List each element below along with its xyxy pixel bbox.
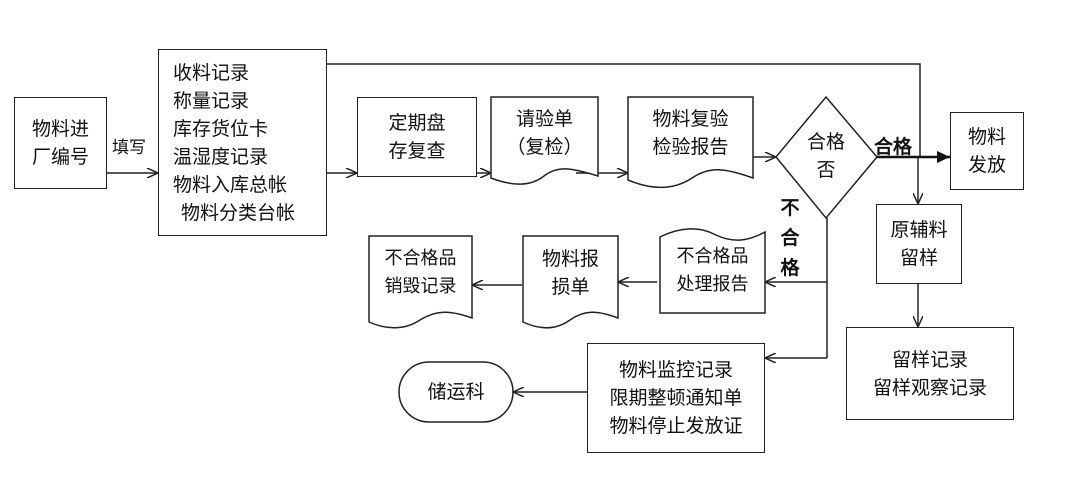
label-fail: 不 合 格 [779, 193, 801, 283]
label-pass: 合格 [874, 136, 913, 158]
fail-char: 格 [780, 257, 800, 279]
node-inspection-request: 请验单 （复检） [491, 105, 598, 161]
node-line: 否 [816, 159, 836, 181]
node-retain-records: 留样记录 留样观察记录 [846, 327, 1014, 420]
diamond-qualified [775, 95, 878, 220]
node-release: 物料 发放 [950, 112, 1024, 190]
doc-shape-nonconform [659, 228, 766, 314]
node-line: 损单 [551, 276, 590, 298]
node-retain-sample: 原辅料 留样 [876, 204, 962, 284]
node-records: 收料记录 称量记录 库存货位卡 温湿度记录 物料入库总帐 物料分类台帐 [158, 49, 327, 236]
doc-shape-report [627, 96, 754, 188]
record-line: 物料入库总帐 [173, 174, 288, 196]
doc-shape-loss [522, 235, 619, 329]
node-line: 不合格品 [384, 248, 457, 269]
node-line: 请验单 [515, 108, 573, 130]
record-line: 物料分类台帐 [181, 202, 296, 224]
node-line: 物料报 [541, 248, 599, 270]
node-line: 合格 [806, 131, 845, 153]
node-line: 发放 [967, 154, 1006, 176]
terminator-storage [398, 361, 514, 423]
node-line: 留样观察记录 [872, 376, 987, 399]
node-line: 物料监控记录 [618, 359, 733, 381]
label-fill-in: 填写 [112, 138, 146, 158]
node-monitor-records: 物料监控记录 限期整顿通知单 物料停止发放证 [587, 343, 765, 453]
node-line: 物料停止发放证 [609, 415, 743, 437]
node-line: 物料进 [31, 118, 89, 140]
node-line: 厂编号 [31, 146, 89, 168]
node-destroy-record: 不合格品 销毁记录 [369, 245, 472, 301]
node-line: 物料复验 [652, 108, 729, 130]
record-line: 库存货位卡 [173, 118, 269, 140]
node-line: 储运科 [427, 381, 485, 403]
record-line: 称量记录 [173, 90, 250, 112]
node-loss-report: 物料报 损单 [523, 245, 618, 301]
doc-shape-destroy [368, 235, 473, 329]
record-line: 温湿度记录 [173, 146, 269, 168]
record-line: 收料记录 [173, 62, 250, 84]
node-line: 存复查 [388, 140, 446, 162]
arrow-top-route [327, 63, 921, 157]
node-line: 原辅料 [890, 219, 948, 241]
node-line: 留样 [899, 247, 938, 269]
node-line: 定期盘 [388, 112, 446, 134]
node-line: 限期整顿通知单 [609, 387, 743, 409]
node-line: 销毁记录 [384, 276, 457, 297]
node-line: 处理报告 [676, 274, 749, 295]
node-recheck-report: 物料复验 检验报告 [628, 105, 753, 161]
fail-char: 不 [780, 197, 800, 219]
node-line: 物料 [967, 126, 1006, 148]
node-periodic-check: 定期盘 存复查 [357, 97, 477, 177]
node-line: 检验报告 [652, 136, 729, 158]
node-line: （复检） [506, 136, 583, 158]
doc-shape-request [490, 96, 599, 185]
node-material-incoming: 物料进 厂编号 [14, 97, 107, 189]
fail-char: 合 [780, 227, 800, 249]
node-qualified-question: 合格 否 [786, 128, 866, 184]
node-nonconform-report: 不合格品 处理报告 [660, 243, 765, 299]
node-line: 不合格品 [676, 246, 749, 267]
node-storage-dept: 储运科 [399, 378, 513, 406]
node-line: 留样记录 [891, 348, 968, 371]
